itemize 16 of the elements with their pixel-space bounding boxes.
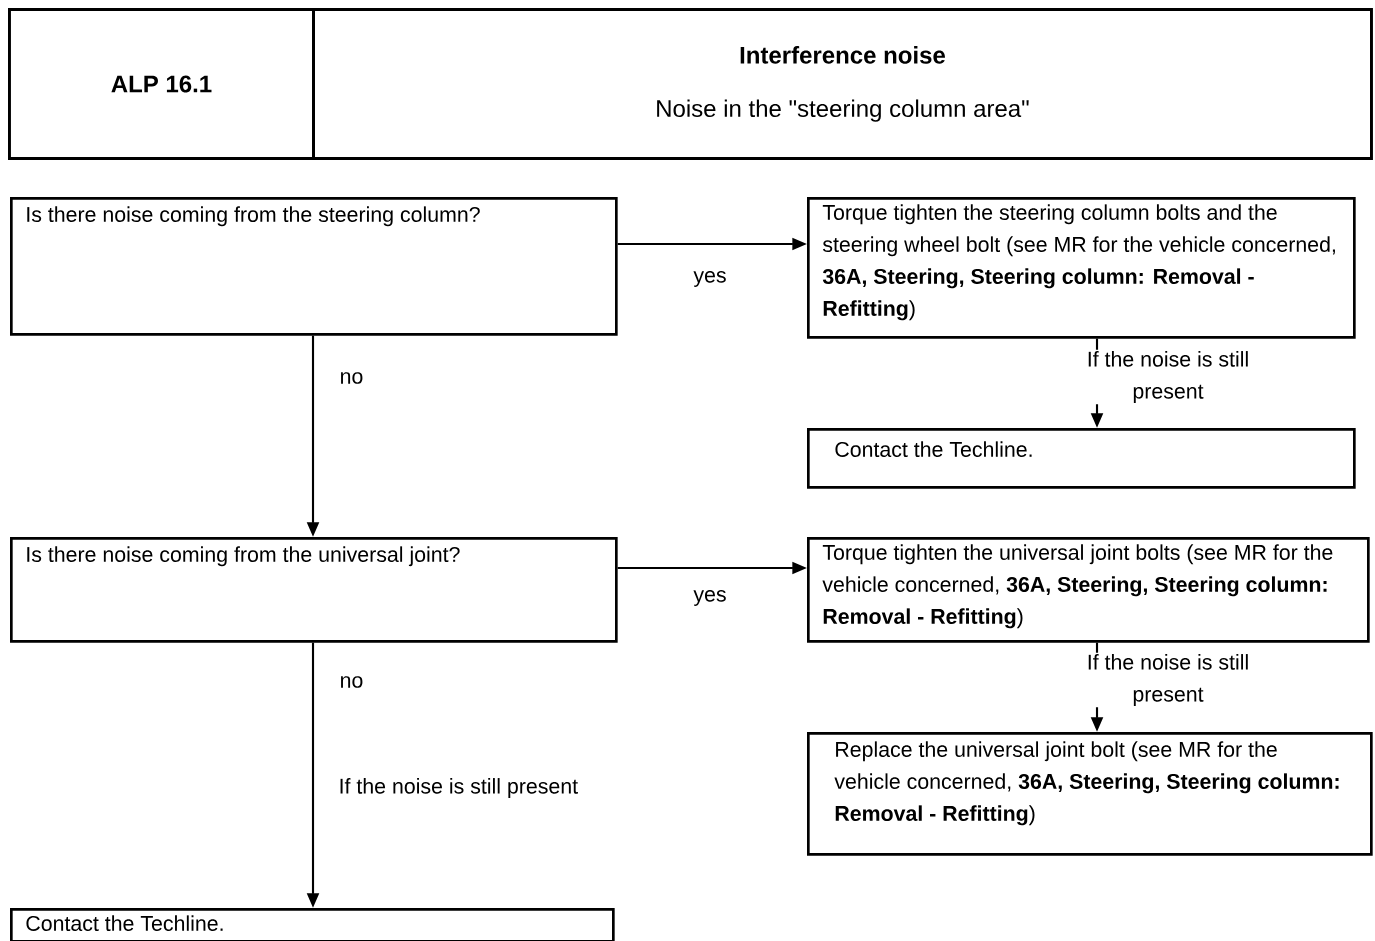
action-box: Torque tighten the steering column bolts and the steering wheel bolt (see MR for the vehicle concerned, 36A, Steering, Steering column: Removal - Refitting) <box>807 197 1356 339</box>
question-box: Is there noise coming from the universal joint? <box>10 537 618 643</box>
action-box: Contact the Techline. <box>10 908 615 941</box>
edge-label: yes <box>693 271 726 287</box>
edge-label: no <box>341 372 363 384</box>
edge-label: If the noise is still present <box>1088 351 1248 403</box>
note-text: If the noise is still present <box>340 778 578 798</box>
question-box: Is there noise coming from the steering column? <box>10 197 618 336</box>
action-box: Replace the universal joint bolt (see MR for the vehicle concerned, 36A, Steering, Steering column: Removal - Refitting) <box>807 732 1373 856</box>
edge-label: yes <box>693 590 726 606</box>
action-box: Torque tighten the universal joint bolts (see MR for the vehicle concerned, 36A, Steering, Steering column: Removal - Refitting) <box>807 537 1370 643</box>
action-box: Contact the Techline. <box>807 428 1356 489</box>
edge-label: no <box>341 676 363 688</box>
header-box: Interference noise Noise in the "steering column area" <box>312 8 1373 160</box>
edge-label: If the noise is still present <box>1088 654 1248 706</box>
header-box: ALP 16.1 <box>8 8 315 160</box>
